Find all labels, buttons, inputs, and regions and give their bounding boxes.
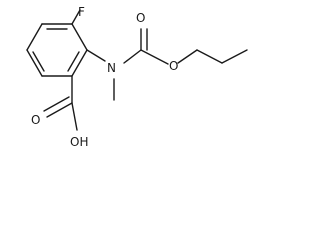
acid-hydroxyl-bond xyxy=(71,102,78,131)
ring-bond-bottom-left xyxy=(26,49,43,77)
acid-carbonyl-double-inner xyxy=(43,96,70,112)
nitrogen-label: N xyxy=(107,61,116,75)
ring-bond-top-right xyxy=(71,23,88,51)
acid-carbonyl-oxygen-label: O xyxy=(31,113,40,127)
hydroxyl-label: OH xyxy=(70,135,88,149)
acid-carbonyl-double-outer xyxy=(46,102,73,118)
ring-inner-double-left xyxy=(32,51,45,72)
ring-bond-right xyxy=(71,49,88,77)
ring-bond-top-left xyxy=(26,23,43,51)
fluorine-label: F xyxy=(78,5,85,19)
fluorine-bond xyxy=(71,9,81,25)
ring-to-nitrogen-bond xyxy=(86,49,106,62)
structure-canvas: F N O O O OH xyxy=(26,5,248,149)
chemical-structure-diagram: F N O O O OH xyxy=(26,5,248,149)
carbonyl-to-ester-oxygen-bond xyxy=(140,49,169,65)
ester-oxygen-to-propyl-bond xyxy=(177,49,198,64)
carbonyl-oxygen-label: O xyxy=(136,11,145,25)
propyl-bond-end xyxy=(221,49,248,64)
nitrogen-to-carbonyl-bond xyxy=(123,49,142,64)
ester-oxygen-label: O xyxy=(169,59,178,73)
ring-inner-double-right xyxy=(67,51,80,72)
propyl-bond-middle xyxy=(196,49,223,64)
